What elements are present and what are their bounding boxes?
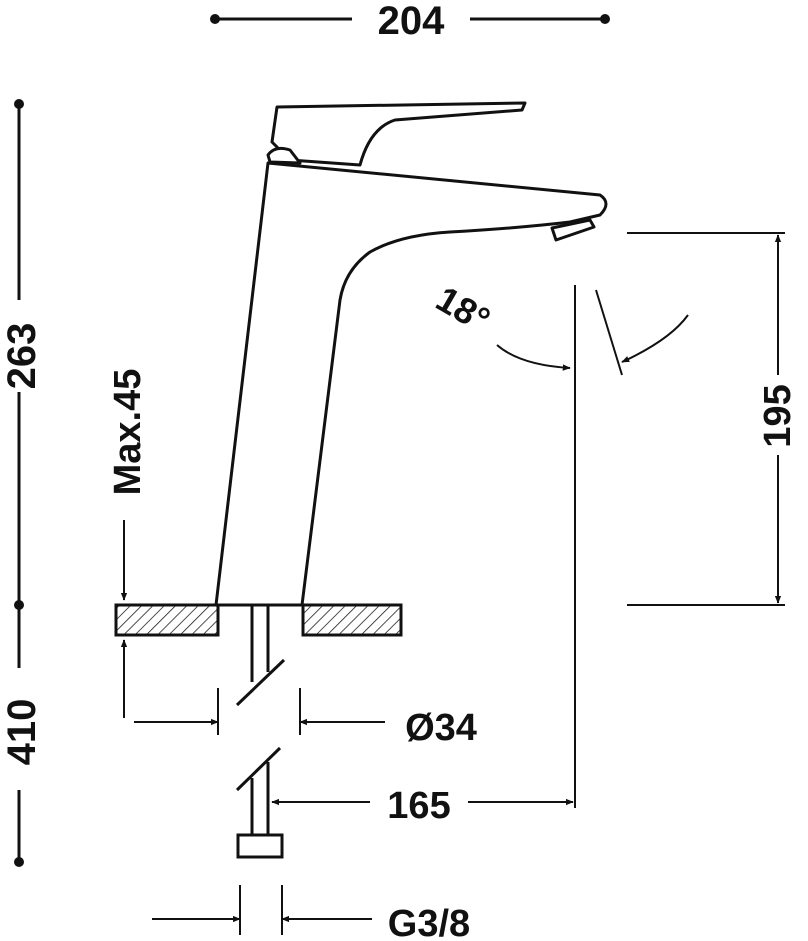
handle-base bbox=[266, 146, 302, 165]
max-deck-thickness-dimension: Max.45 bbox=[107, 369, 149, 718]
faucet-body bbox=[214, 101, 608, 607]
width-dimension: 204 bbox=[210, 0, 610, 43]
faucet-main-body bbox=[214, 161, 608, 607]
dimension-endpoint-dot bbox=[14, 99, 24, 109]
spout-angle-dimension: 18° bbox=[429, 278, 689, 376]
aerator bbox=[550, 218, 596, 242]
dimension-endpoint-dot bbox=[210, 14, 220, 24]
height-value: 263 bbox=[0, 323, 44, 390]
hole-diameter-dimension: Ø34 bbox=[134, 688, 477, 749]
below-deck-dimension: 410 bbox=[0, 605, 44, 867]
spout-height-value: 195 bbox=[757, 384, 799, 447]
spout-height-dimension: 195 bbox=[627, 232, 799, 606]
spout-reach-dimension: 165 bbox=[271, 285, 576, 827]
thread-connector bbox=[236, 833, 284, 859]
dimension-endpoint-dot bbox=[600, 14, 610, 24]
height-dimension: 263 bbox=[0, 99, 44, 610]
thread-dimension: G3/8 bbox=[152, 885, 470, 941]
max-deck-value: Max.45 bbox=[107, 369, 149, 496]
below-deck-value: 410 bbox=[0, 699, 44, 766]
supply-pipe bbox=[235, 605, 286, 859]
lever-handle bbox=[270, 101, 527, 167]
countertop-section bbox=[114, 603, 403, 637]
width-value: 204 bbox=[378, 0, 445, 43]
spout-reach-value: 165 bbox=[387, 785, 450, 827]
hole-diameter-value: Ø34 bbox=[405, 707, 477, 749]
dimension-endpoint-dot bbox=[14, 857, 24, 867]
spout-angle-value: 18° bbox=[429, 278, 497, 341]
thread-value: G3/8 bbox=[388, 903, 470, 941]
